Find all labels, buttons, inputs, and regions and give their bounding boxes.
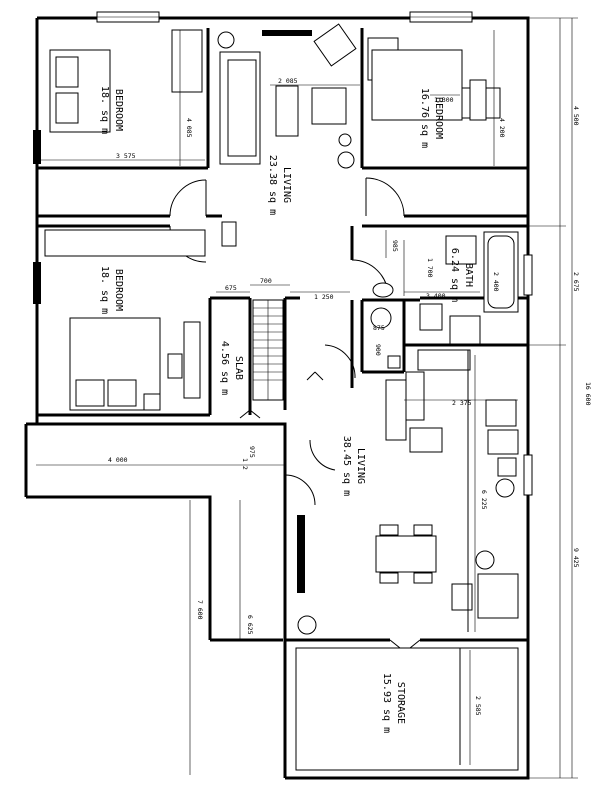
dim-975: 975 [248,446,256,458]
room-labels: BEDROOM 18. sq m BEDROOM 16.76 sq m LIVI… [99,86,474,733]
dim-2085: 2 085 [278,77,298,85]
dim-3400: 3 400 [426,292,446,300]
dim-2675: 2 675 [572,272,580,292]
room-area-storage: 15.93 sq m [381,673,392,733]
room-name-living-main: LIVING [355,448,366,484]
dim-6625: 6 625 [246,615,254,635]
windows [33,11,533,593]
dim-2400: 2 400 [492,272,500,292]
dim-16600: 16 600 [584,382,592,406]
dim-4085: 4 085 [185,118,193,138]
dim-1-2: 1 2 [241,458,249,470]
room-area-living-main: 38.45 sq m [341,436,352,496]
dim-700: 700 [260,277,272,285]
dim-4500: 4 500 [572,106,580,126]
dim-875: 875 [373,324,385,332]
room-name-slab: SLAB [233,356,244,380]
room-name-bath: BATH [463,263,474,287]
room-area-bedroom-ml: 18. sq m [99,266,110,314]
dim-6225: 6 225 [480,490,488,510]
room-area-slab: 4.56 sq m [219,341,230,395]
dim-4200: 4 200 [498,118,506,138]
stair-treads [253,300,283,400]
room-name-bedroom-ml: BEDROOM [113,269,124,311]
dim-1300: 1 300 [434,96,454,104]
dim-1700: 1 700 [426,258,434,278]
room-area-living-top: 23.38 sq m [267,155,278,215]
dim-7600: 7 600 [196,600,204,620]
dim-2375: 2 375 [452,399,472,407]
dim-900: 900 [374,344,382,356]
dimension-lines [36,17,578,779]
dimension-labels: 3 575 4 085 2 085 1 300 4 200 700 675 1 … [108,77,592,716]
room-name-storage: STORAGE [395,682,406,724]
dim-985: 985 [391,240,399,252]
room-name-bedroom-tl: BEDROOM [113,89,124,131]
dim-4000: 4 000 [108,456,128,464]
room-name-living-top: LIVING [281,167,292,203]
room-area-bath: 6.24 sq m [449,248,460,302]
dim-9425: 9 425 [572,548,580,568]
room-name-bedroom-tr: BEDROOM [433,97,444,139]
furniture [44,23,519,771]
dim-3575: 3 575 [116,152,136,160]
dim-1250: 1 250 [314,293,334,301]
dim-675: 675 [225,284,237,292]
room-area-bedroom-tl: 18. sq m [99,86,110,134]
dim-2585: 2 585 [474,696,482,716]
room-area-bedroom-tr: 16.76 sq m [419,88,430,148]
walls [24,16,530,780]
